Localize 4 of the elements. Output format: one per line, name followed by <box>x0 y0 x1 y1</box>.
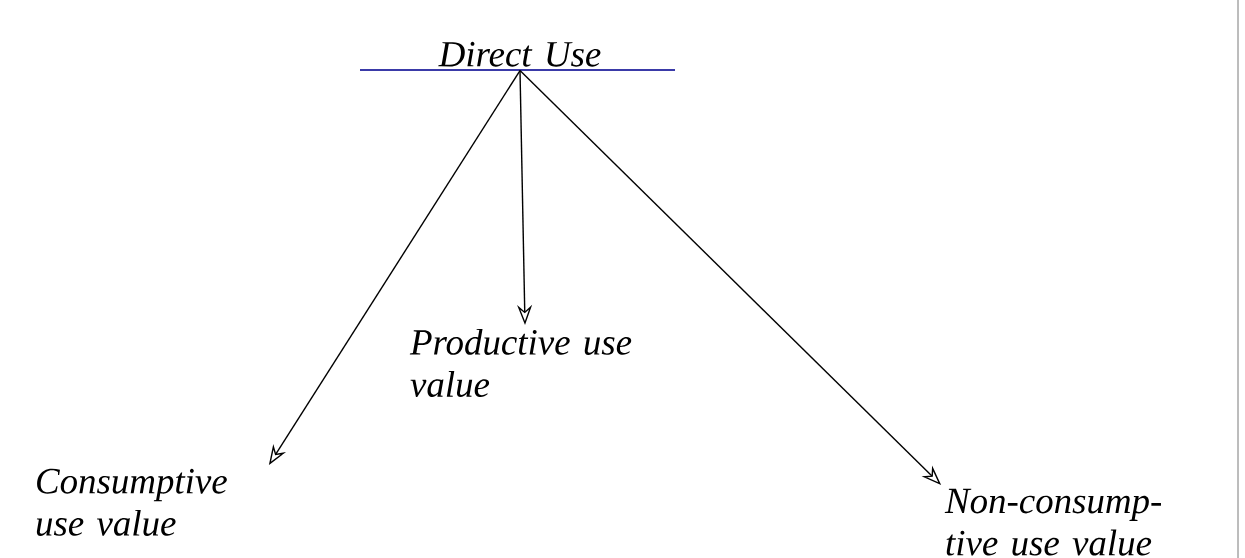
heading: Direct Use <box>438 41 601 67</box>
category-label: Non-consump- tive use value <box>944 488 1161 556</box>
category-label: Consumptive use value <box>36 468 227 536</box>
category-label: Productive use value <box>409 328 632 398</box>
